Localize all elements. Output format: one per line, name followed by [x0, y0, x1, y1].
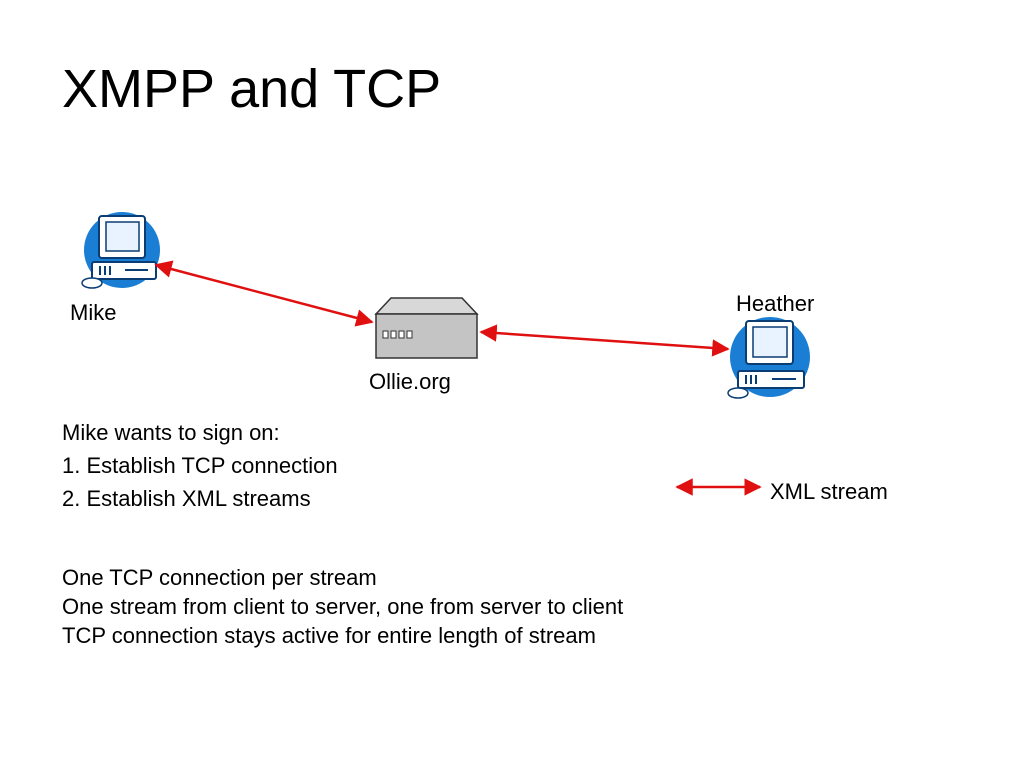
mike-label: Mike: [70, 300, 117, 325]
server-label: Ollie.org: [369, 369, 451, 394]
steps-intro: Mike wants to sign on:: [62, 420, 280, 445]
sign-on-steps: Mike wants to sign on: 1. Establish TCP …: [62, 422, 338, 521]
heather-computer-icon: [727, 317, 810, 399]
step-item: 2. Establish XML streams: [62, 486, 311, 511]
server-icon: [374, 297, 479, 359]
step-item: 1. Establish TCP connection: [62, 453, 338, 478]
mike-computer-icon: [81, 212, 160, 289]
note-line: One TCP connection per stream: [62, 565, 377, 590]
note-line: TCP connection stays active for entire l…: [62, 623, 596, 648]
stream-arrow-mike-server: [154, 260, 374, 327]
notes-block: One TCP connection per stream One stream…: [62, 567, 623, 654]
note-line: One stream from client to server, one fr…: [62, 594, 624, 619]
heather-label: Heather: [736, 291, 815, 316]
stream-arrow-server-heather: [479, 324, 730, 357]
slide-title: XMPP and TCP: [62, 59, 442, 119]
legend-label: XML stream: [770, 479, 888, 504]
